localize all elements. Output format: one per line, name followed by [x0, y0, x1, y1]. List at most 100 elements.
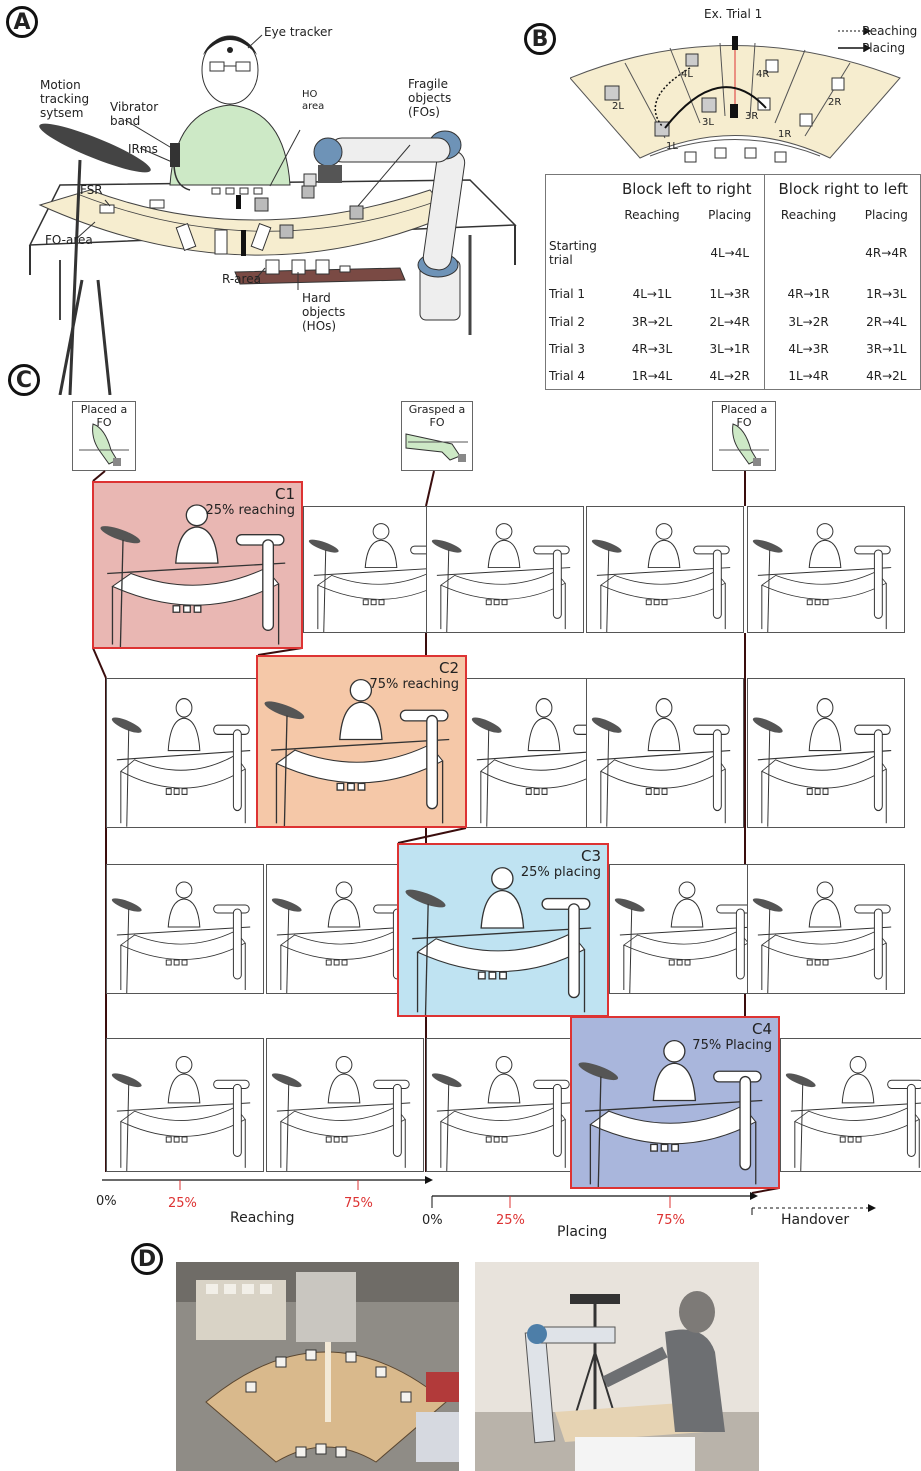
r-area-label: R-area	[222, 272, 261, 286]
legend-placing-arrow	[838, 44, 871, 52]
legend-reaching-arrow	[838, 27, 871, 35]
c1-id: C1	[274, 485, 295, 503]
photo-side-view	[475, 1262, 759, 1471]
handover-label: Handover	[781, 1212, 850, 1228]
example-trial-title: Ex. Trial 1	[704, 7, 763, 21]
sketch-frame	[747, 864, 905, 994]
c4-caption: 75% Placing	[692, 1038, 772, 1053]
sketch-frame	[426, 506, 584, 633]
event-placed-fo-2: Placed a FO	[712, 401, 776, 471]
trial-table: Block left to right Block right to left …	[545, 174, 921, 390]
legend-placing-label: Placing	[862, 41, 906, 55]
row-label: Trial 1	[549, 287, 585, 302]
slot-3r: 3R	[745, 111, 759, 122]
reaching-75-label: 75%	[344, 1196, 373, 1211]
hard-objects-line1: Hard	[302, 291, 331, 305]
slot-4r: 4R	[756, 69, 770, 80]
ho-area-label: HO area	[302, 89, 324, 113]
cell-r-reach	[764, 226, 852, 281]
cell-l-reach: 4R→3L	[631, 341, 673, 356]
fragile-objects-line1: Fragile	[408, 77, 448, 91]
slot-1r: 1R	[778, 129, 792, 140]
hard-objects-line3: (HOs)	[302, 319, 337, 333]
sketch-frame	[747, 506, 905, 633]
c1-caption: 25% reaching	[205, 503, 295, 518]
sketch-graphic	[405, 867, 592, 1015]
placing-axis-label: Placing	[557, 1224, 608, 1240]
motion-tracking-label: Motion tracking sytsem	[40, 78, 89, 120]
motion-tracking-line2: tracking	[40, 92, 90, 106]
cell-l-reach: 3R→2L	[631, 314, 673, 329]
fragile-objects-line3: (FOs)	[408, 105, 440, 119]
table-row: Trial 3 4R→3L 3L→1R 4L→3R 3R→1L	[545, 335, 921, 363]
sketch-frame	[586, 506, 744, 633]
hard-objects-label: Hard objects (HOs)	[302, 291, 345, 333]
vibrator-band-label: Vibrator band	[110, 100, 158, 128]
cell-l-place: 4L→4L	[710, 246, 750, 261]
ho-area-line1: HO	[302, 89, 318, 100]
vibrator-band-line1: Vibrator	[110, 100, 159, 114]
cell-l-place: 3L→1R	[709, 341, 750, 356]
placing-0-label: 0%	[422, 1213, 443, 1228]
hand-icon	[719, 423, 769, 466]
fragile-objects-label: Fragile objects (FOs)	[408, 77, 451, 119]
sketch-graphic	[578, 1039, 763, 1187]
sketch-frame	[426, 1038, 584, 1172]
fsr-label: FSR	[80, 183, 103, 197]
c2-id: C2	[438, 659, 459, 677]
handover-axis	[751, 1204, 876, 1215]
photo-top-view	[176, 1262, 459, 1471]
sketch-frame	[106, 678, 264, 828]
sub-placing-left: Placing	[708, 208, 752, 222]
sketch-frame	[747, 678, 905, 828]
cell-r-place: 4R→2L	[866, 369, 907, 384]
vibrator-band-line2: band	[110, 114, 141, 128]
motion-tracking-line1: Motion	[40, 78, 81, 92]
cell-l-reach: 4L→1L	[632, 287, 672, 302]
sketch-frame	[780, 1038, 921, 1172]
sketch-frame	[266, 1038, 424, 1172]
eye-tracker-label: Eye tracker	[264, 25, 333, 39]
panel-b-letter: B	[524, 23, 556, 55]
panel-a-illustration	[28, 34, 517, 395]
sketch-graphic	[264, 678, 450, 826]
panel-c-letter: C	[8, 364, 40, 396]
reaching-25-label: 25%	[168, 1196, 197, 1211]
event-label: Grasped a FO	[408, 403, 466, 429]
row-label: Starting trial	[549, 239, 597, 268]
slot-2l: 2L	[612, 101, 624, 112]
slot-2r: 2R	[828, 97, 842, 108]
sub-placing-right: Placing	[864, 208, 908, 222]
event-label: Placed a FO	[80, 403, 128, 429]
motion-tracking-line3: sytsem	[40, 106, 84, 120]
cell-l-place: 4L→2R	[709, 369, 750, 384]
row-label: Trial 2	[549, 314, 585, 329]
cell-l-reach: 1R→4L	[631, 369, 673, 384]
placing-75-label: 75%	[656, 1213, 685, 1228]
hard-objects-line2: objects	[302, 305, 346, 319]
photo-side-view-graphic	[475, 1262, 759, 1471]
slot-3l: 3L	[702, 117, 714, 128]
c4-id: C4	[751, 1020, 772, 1038]
cell-r-place: 4R→4R	[865, 246, 908, 261]
cell-r-place: 2R→4L	[866, 314, 907, 329]
sub-reaching-left: Reaching	[624, 208, 680, 222]
hand-icon	[79, 423, 129, 466]
placing-25-label: 25%	[496, 1213, 525, 1228]
reaching-axis-label: Reaching	[230, 1210, 295, 1226]
reaching-axis	[102, 1176, 433, 1190]
row-label: Trial 4	[549, 369, 585, 384]
slot-4l: 4L	[681, 69, 693, 80]
event-grasped-fo: Grasped a FO	[401, 401, 473, 471]
row-label: Trial 3	[549, 341, 585, 356]
legend-reaching-label: Reaching	[862, 24, 918, 38]
panel-d-letter: D	[131, 1243, 163, 1275]
sketch-frame	[106, 1038, 264, 1172]
table-row: Trial 4 1R→4L 4L→2R 1L→4R 4R→2L	[545, 362, 921, 390]
cell-l-place: 2L→4R	[709, 314, 750, 329]
fo-area-label: FO-area	[45, 233, 93, 247]
